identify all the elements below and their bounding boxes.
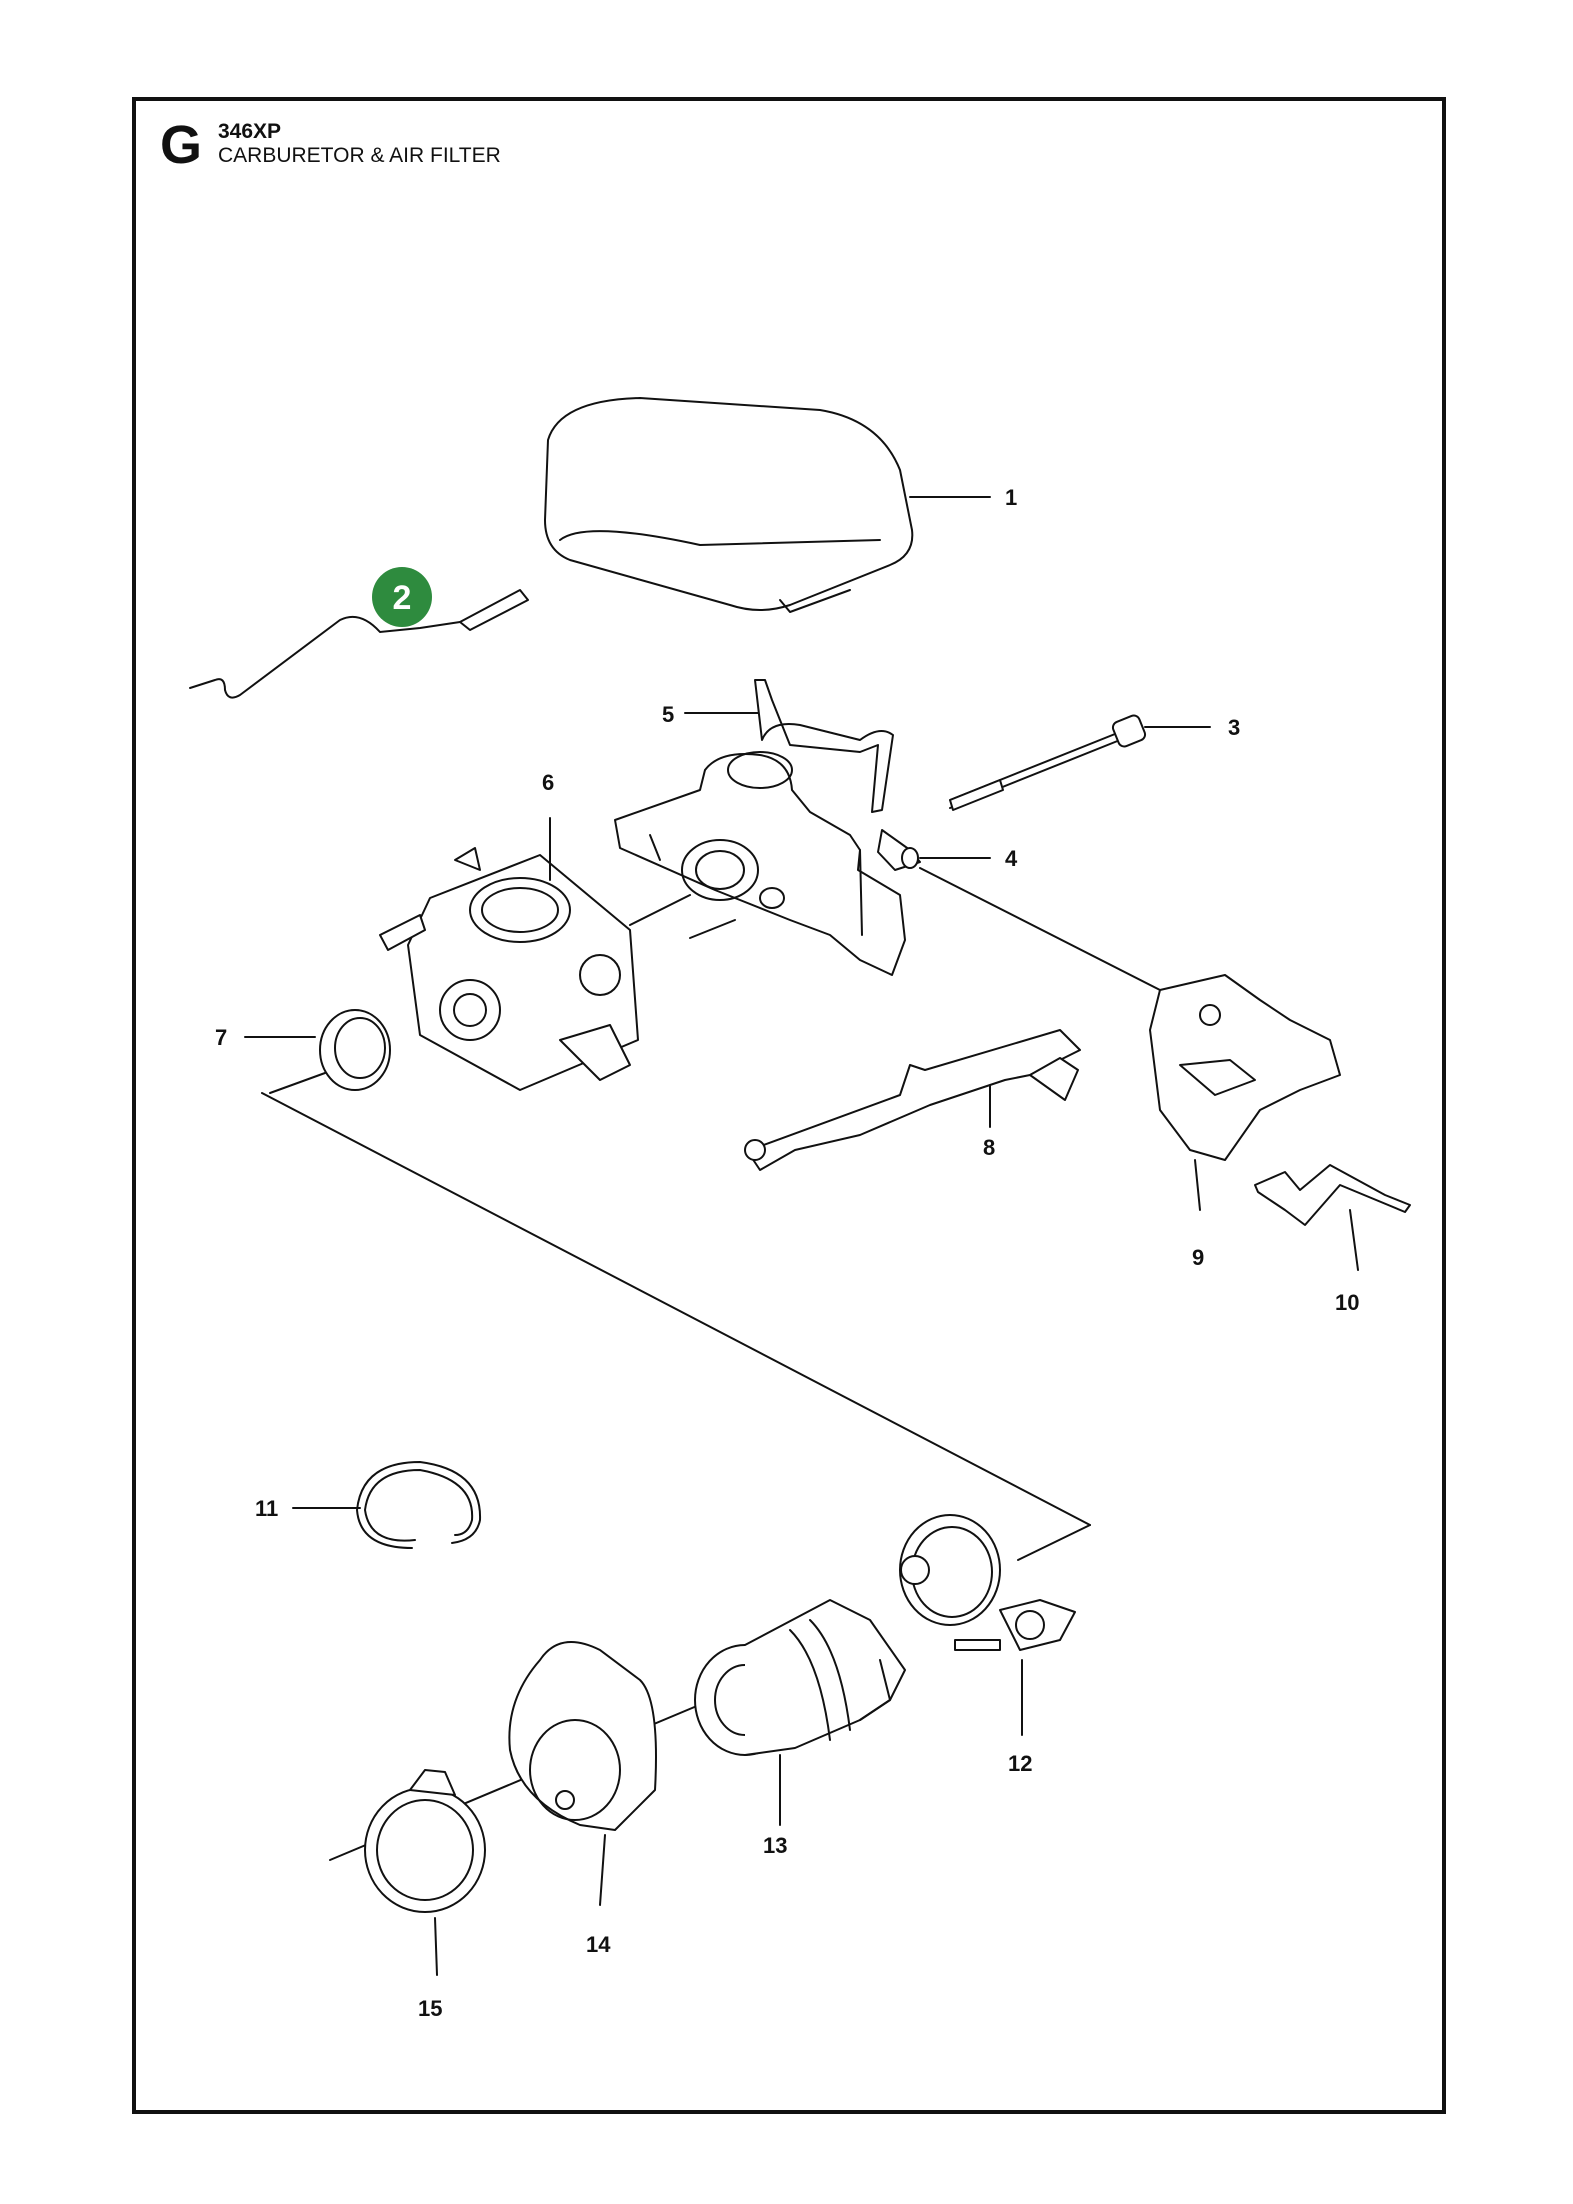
callout-8: 8 bbox=[983, 1135, 995, 1160]
part-lever[interactable] bbox=[744, 1029, 1081, 1171]
callout-7: 7 bbox=[215, 1025, 227, 1050]
callout-15: 15 bbox=[418, 1996, 442, 2021]
part-gasket-ring[interactable] bbox=[244, 1009, 391, 1094]
section-letter: G bbox=[160, 115, 203, 175]
part-bracket[interactable] bbox=[684, 679, 894, 813]
part-trigger-housing[interactable] bbox=[1149, 974, 1341, 1211]
part-intake-clamp[interactable] bbox=[899, 1514, 1076, 1736]
callout-14: 14 bbox=[586, 1932, 611, 1957]
part-hose-clamp[interactable] bbox=[364, 1769, 486, 1976]
page-title: CARBURETOR & AIR FILTER bbox=[218, 144, 501, 167]
part-intake-boot[interactable] bbox=[508, 1641, 657, 1906]
callout-11: 11 bbox=[255, 1496, 278, 1521]
diagram-frame bbox=[132, 97, 1446, 2114]
callout-13: 13 bbox=[763, 1833, 787, 1858]
part-intake-manifold[interactable] bbox=[694, 1599, 906, 1826]
part-circlip[interactable] bbox=[292, 1461, 482, 1549]
callout-3: 3 bbox=[1228, 715, 1240, 740]
callout-4: 4 bbox=[1005, 846, 1018, 871]
callout-1: 1 bbox=[1005, 485, 1017, 510]
part-screw[interactable] bbox=[949, 714, 1211, 811]
callout-12: 12 bbox=[1008, 1751, 1032, 1776]
part-carburetor-housing[interactable] bbox=[614, 751, 906, 976]
part-air-filter-cover[interactable] bbox=[544, 397, 991, 613]
callout-6: 6 bbox=[542, 770, 554, 795]
highlight-badge bbox=[372, 567, 432, 627]
part-carburetor[interactable] bbox=[379, 817, 691, 1091]
model-name: 346XP bbox=[218, 120, 282, 143]
badge-label: 2 bbox=[393, 579, 412, 617]
callout-9: 9 bbox=[1192, 1245, 1204, 1270]
part-spacer[interactable] bbox=[877, 829, 1161, 991]
callout-5: 5 bbox=[662, 702, 674, 727]
part-rod[interactable] bbox=[189, 589, 529, 699]
part-spring[interactable] bbox=[1254, 1164, 1411, 1271]
callout-10: 10 bbox=[1335, 1290, 1359, 1315]
